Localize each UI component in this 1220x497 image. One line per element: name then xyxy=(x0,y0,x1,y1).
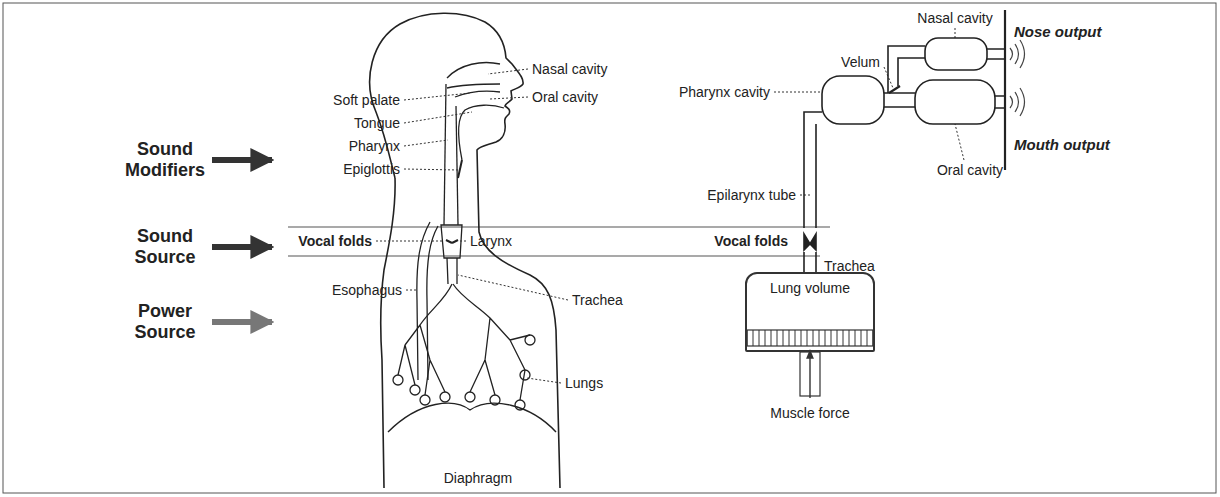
part-label: Oral cavity xyxy=(532,89,598,105)
illustration-stroke xyxy=(925,38,987,70)
part-label: Vocal folds xyxy=(298,233,372,249)
illustration-stroke xyxy=(800,195,810,196)
illustration-stroke xyxy=(376,241,444,242)
vocal-tract xyxy=(441,63,504,284)
illustration-stroke xyxy=(1010,88,1025,116)
illustration-stroke xyxy=(404,112,472,123)
body-silhouette xyxy=(370,13,560,488)
illustration-stroke xyxy=(446,240,458,243)
illustration-stroke xyxy=(410,385,420,395)
source-band xyxy=(288,227,830,256)
illustration-stroke xyxy=(774,92,824,93)
illustration-stroke xyxy=(447,258,457,284)
illustration-stroke xyxy=(404,140,448,146)
esophagus xyxy=(417,222,438,380)
illustration-stroke xyxy=(459,105,504,160)
illustration-stroke xyxy=(889,86,900,93)
illustration-stroke xyxy=(447,63,500,78)
illustration-stroke xyxy=(370,13,560,488)
illustration-stroke xyxy=(212,157,272,163)
piston xyxy=(747,330,873,398)
illustration-stroke xyxy=(987,49,1004,59)
illustration-stroke xyxy=(995,96,1004,108)
illustration-stroke xyxy=(800,352,820,396)
illustration-stroke xyxy=(441,225,462,258)
node-text: Lung volume xyxy=(747,274,873,296)
tract-model xyxy=(804,10,1005,272)
part-label: Larynx xyxy=(470,233,512,249)
part-label: Nasal cavity xyxy=(532,61,607,77)
category-label: Sound Modifiers xyxy=(117,139,213,181)
part-label: Vocal folds xyxy=(714,233,788,249)
illustration-stroke xyxy=(465,392,475,402)
part-label: Diaphragm xyxy=(444,470,512,486)
part-label: Epiglottis xyxy=(343,161,400,177)
illustration-stroke xyxy=(420,395,430,405)
illustration-stroke xyxy=(804,252,816,272)
illustration-stroke xyxy=(447,84,500,88)
part-label: Soft palate xyxy=(333,92,400,108)
illustration-stroke xyxy=(804,112,822,228)
category-label: Sound Source xyxy=(117,226,213,268)
illustration-stroke xyxy=(453,284,530,400)
illustration-stroke xyxy=(955,124,964,160)
illustration-stroke xyxy=(822,76,884,124)
part-label: Epilarynx tube xyxy=(707,187,796,203)
leader-lines xyxy=(376,28,964,383)
illustration-stroke xyxy=(809,350,810,398)
illustration-stroke xyxy=(455,91,500,97)
illustration-stroke xyxy=(525,335,535,345)
illustration-stroke xyxy=(381,178,395,488)
part-label: Pharynx cavity xyxy=(679,84,770,100)
illustration-stroke xyxy=(915,80,995,124)
illustration-stroke xyxy=(393,375,403,385)
illustration-stroke xyxy=(404,169,459,170)
part-label: Muscle force xyxy=(770,405,849,421)
illustration-stroke xyxy=(406,290,417,291)
part-label: Nasal cavity xyxy=(917,10,992,26)
part-label: Pharynx xyxy=(349,138,400,154)
illustration-stroke xyxy=(456,106,458,225)
illustration-stroke xyxy=(804,234,816,250)
illustration-stroke xyxy=(393,335,535,410)
illustration-stroke xyxy=(444,84,446,225)
illustration-stroke xyxy=(288,226,830,227)
part-label: Tongue xyxy=(354,115,400,131)
part-label: Velum xyxy=(841,54,880,70)
illustration-stroke xyxy=(404,93,470,100)
illustration-stroke xyxy=(440,392,450,402)
illustration-stroke xyxy=(212,244,272,250)
category-label: Power Source xyxy=(117,301,213,343)
part-label: Mouth output xyxy=(1014,137,1110,153)
illustration-stroke xyxy=(212,319,272,325)
illustration-stroke xyxy=(417,222,430,380)
illustration-stroke xyxy=(488,69,528,74)
part-label: Nose output xyxy=(1014,24,1102,40)
figure-frame xyxy=(3,3,1216,493)
part-label: Oral cavity xyxy=(937,162,1003,178)
illustration-stroke xyxy=(1004,10,1006,170)
part-label: Trachea xyxy=(572,292,623,308)
category-arrows xyxy=(212,160,272,322)
illustration-stroke xyxy=(458,160,462,178)
illustration-stroke xyxy=(398,284,452,395)
illustration-stroke xyxy=(747,330,873,346)
illustration-stroke xyxy=(884,93,915,107)
illustration-stroke xyxy=(288,255,820,256)
illustration-stroke xyxy=(1010,40,1025,68)
lung-box: Lung volume xyxy=(745,272,875,352)
lungs xyxy=(393,284,535,410)
illustration-stroke xyxy=(458,275,568,300)
illustration-stroke xyxy=(527,378,561,383)
illustration-stroke xyxy=(888,46,925,93)
illustration-stroke xyxy=(490,97,528,99)
part-label: Esophagus xyxy=(332,282,402,298)
illustration-stroke xyxy=(460,241,466,242)
diaphragm-line xyxy=(388,403,556,432)
sound-waves xyxy=(1010,40,1025,116)
part-label: Lungs xyxy=(565,375,603,391)
